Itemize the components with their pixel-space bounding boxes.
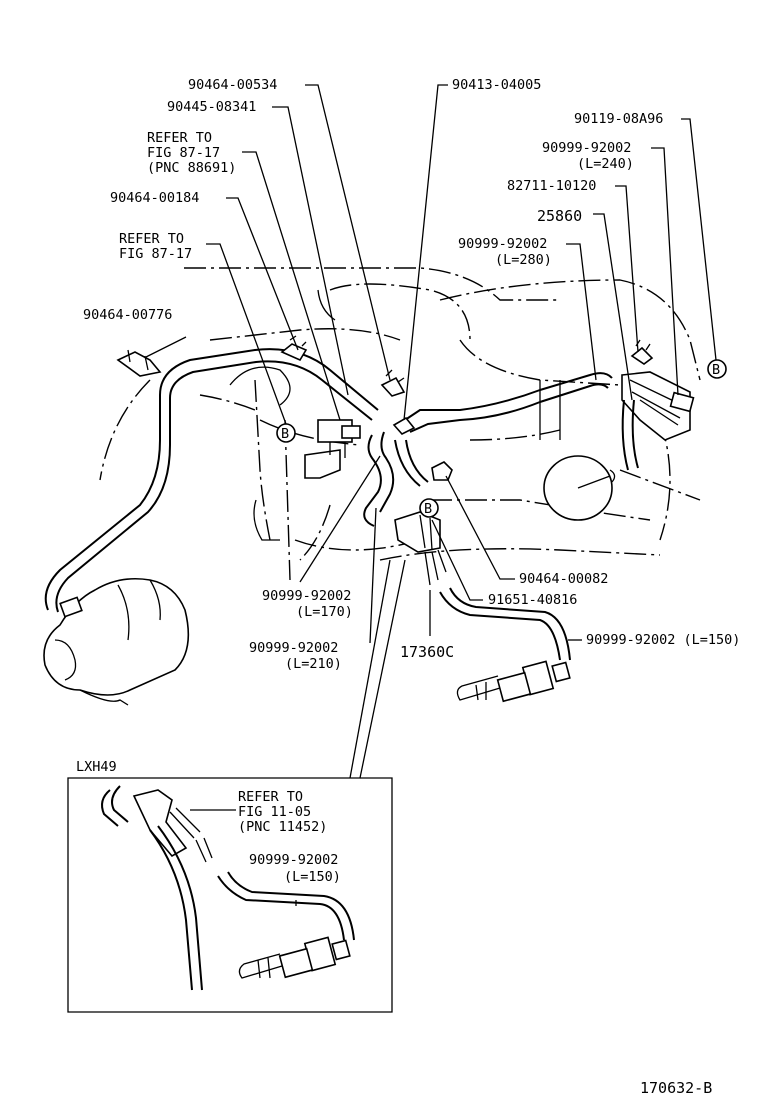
part-90999-92002-l240: 90999-92002 [542, 140, 631, 156]
ref-b-text: B [424, 501, 432, 517]
inset-len-150: (L=150) [284, 869, 341, 885]
center-hoses [363, 369, 613, 586]
refer-87-17a-line2: FIG 87-17 [147, 145, 220, 161]
inset-refer-line2: FIG 11-05 [238, 804, 311, 820]
part-17360C: 17360C [400, 643, 454, 661]
part-90119-08A96: 90119-08A96 [574, 111, 663, 127]
len-170: (L=170) [296, 604, 353, 620]
part-90999-92002-l150: 90999-92002 (L=150) [586, 632, 740, 648]
part-90999-92002-l210: 90999-92002 [249, 640, 338, 656]
left-alternator [43, 348, 379, 706]
refer-87-17a-line1: REFER TO [147, 130, 212, 146]
part-labels: 90464-00534 90445-08341 REFER TO FIG 87-… [83, 77, 740, 672]
part-90464-00184: 90464-00184 [110, 190, 199, 206]
part-90999-92002-l280: 90999-92002 [458, 236, 547, 252]
part-90464-00776: 90464-00776 [83, 307, 172, 323]
inset-refer-line3: (PNC 11452) [238, 819, 327, 835]
part-90999-92002-l170: 90999-92002 [262, 588, 351, 604]
len-240: (L=240) [577, 156, 634, 172]
ref-b-marker-2: B [419, 498, 439, 518]
inset-refer-line1: REFER TO [238, 789, 303, 805]
refer-87-17b-line2: FIG 87-17 [119, 246, 192, 262]
inset-part-90999-92002: 90999-92002 [249, 852, 338, 868]
part-90464-00534: 90464-00534 [188, 77, 277, 93]
figure-id: 170632-B [640, 1079, 712, 1097]
part-90445-08341: 90445-08341 [167, 99, 256, 115]
leader-lines [145, 84, 717, 779]
right-assembly [621, 339, 695, 471]
inset-lxh49: LXH49 REFER TO FIG 11-05 (PNC 11452) 909… [67, 759, 393, 1013]
lower-valve [439, 587, 571, 703]
ref-b-text: B [712, 362, 720, 378]
part-90413-04005: 90413-04005 [452, 77, 541, 93]
len-280: (L=280) [495, 252, 552, 268]
part-25860: 25860 [537, 207, 582, 225]
ref-b-marker-3: B [707, 359, 727, 379]
ref-b-text: B [281, 426, 289, 442]
part-90464-00082: 90464-00082 [519, 571, 608, 587]
part-91651-40816: 91651-40816 [488, 592, 577, 608]
inset-title: LXH49 [76, 759, 117, 775]
refer-87-17a-line3: (PNC 88691) [147, 160, 236, 176]
part-82711-10120: 82711-10120 [507, 178, 596, 194]
vsv-bracket [280, 335, 361, 479]
len-210: (L=210) [285, 656, 342, 672]
ref-b-marker-1: B [276, 423, 296, 443]
refer-87-17b-line1: REFER TO [119, 231, 184, 247]
